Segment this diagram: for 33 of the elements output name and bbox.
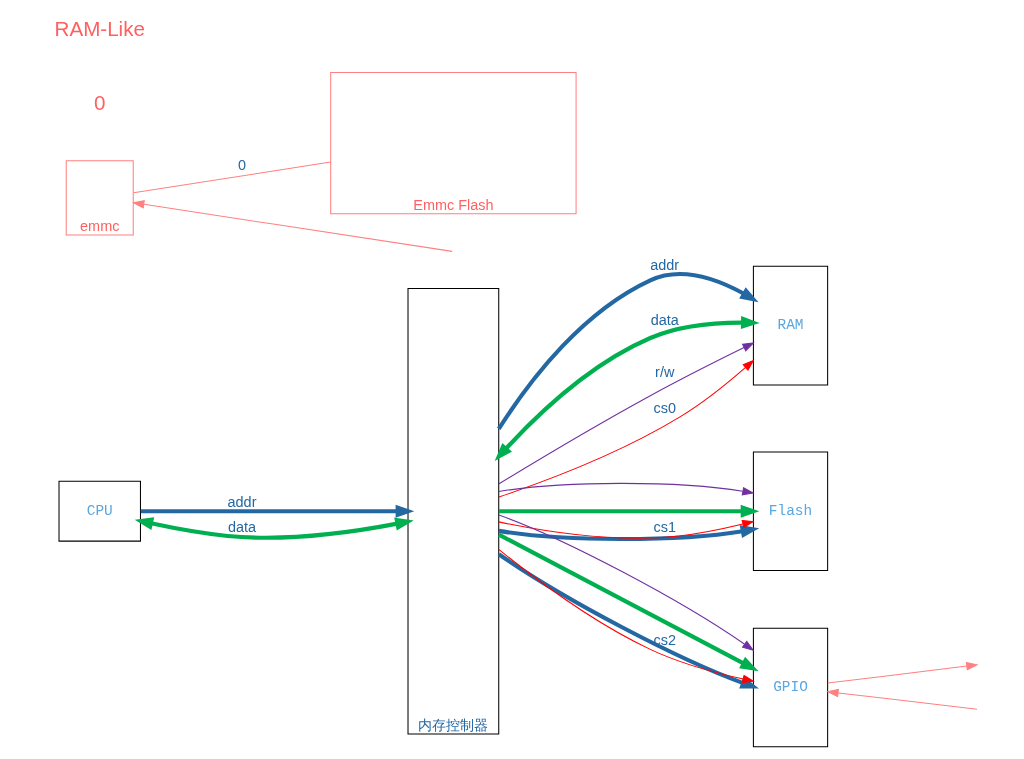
edge-label: data [227,519,257,536]
edge-label: r/w [655,364,675,381]
arrow [498,482,755,496]
arrow [826,688,978,710]
arrow [140,504,415,518]
edge-label: addr [650,257,680,274]
arrow [497,532,759,672]
node-box: Flash [752,451,829,571]
node-box: GPIO [752,627,829,748]
arrow [494,316,760,462]
edge-label: data [650,311,679,328]
edge-label: cs0 [653,400,676,417]
arrow [131,200,453,252]
node-box: RAM [752,265,829,386]
arrow [498,519,755,539]
arrow [497,272,759,431]
arrow [134,517,414,540]
arrow [827,661,979,684]
label: 0 [94,91,106,115]
connector [133,161,331,194]
edge-label: cs1 [653,519,676,536]
label: RAM-Like [54,16,145,40]
node-box: emmc [65,160,134,236]
arrow [498,342,755,485]
node-box: Emmc Flash [330,72,577,215]
arrow [498,525,760,542]
node-box: CPU [58,480,141,542]
arrow [498,514,755,652]
edge-label: addr [227,494,257,511]
node-box: 内存控制器 [407,288,500,735]
arrow [498,504,760,518]
arrow [498,359,755,498]
edge-label: 0 [238,157,247,174]
